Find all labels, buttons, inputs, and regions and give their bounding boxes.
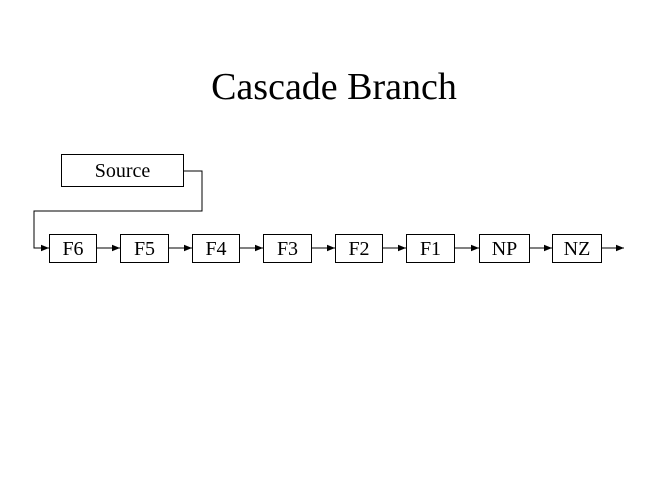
node-f5: F5	[120, 234, 169, 263]
node-label: NZ	[563, 237, 591, 260]
node-label: NP	[491, 237, 518, 260]
source-connector	[33, 170, 203, 252]
node-label: F5	[133, 237, 156, 260]
node-label: F6	[62, 237, 84, 260]
node-np: NP	[479, 234, 530, 263]
node-label: F3	[276, 237, 299, 260]
node-f4: F4	[192, 234, 240, 263]
node-label: F4	[205, 237, 227, 260]
node-label: F1	[419, 237, 442, 260]
source-label: Source	[94, 159, 151, 182]
node-label: F2	[348, 237, 370, 260]
node-f6: F6	[49, 234, 97, 263]
node-nz: NZ	[552, 234, 602, 263]
node-f2: F2	[335, 234, 383, 263]
diagram-title: Cascade Branch	[211, 66, 457, 108]
node-f3: F3	[263, 234, 312, 263]
source-box: Source	[61, 154, 184, 187]
node-f1: F1	[406, 234, 455, 263]
